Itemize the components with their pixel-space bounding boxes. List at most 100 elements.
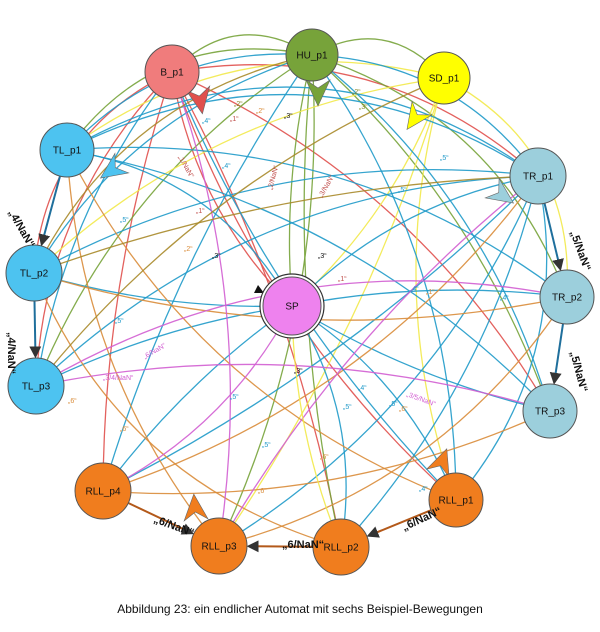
arrowhead-RLL_p3 — [183, 493, 209, 522]
state-TL_p1: TL_p1 — [39, 122, 95, 178]
chain-edge-TR_p2-to-TR_p3 — [549, 323, 565, 385]
state-SP-label: SP — [285, 302, 299, 313]
edge-TR_p3-to-RLL_p4 — [102, 410, 551, 495]
edge-RLL_p2-to-SP — [291, 305, 347, 548]
transition-label: „4“ — [222, 163, 231, 170]
state-TR_p1: TR_p1 — [509, 147, 567, 205]
state-HU_p1-circle — [285, 28, 339, 82]
chain-label: „5/NaN“ — [567, 229, 593, 273]
edge-TL_p2-to-TR_p1 — [33, 168, 539, 274]
chain-edge-RLL_p2-to-RLL_p3 — [246, 540, 314, 553]
transition-label: „5“ — [262, 442, 271, 449]
edge-HU_p1-to-TL_p2 — [33, 54, 313, 274]
edge-SD_p1-to-TL_p2 — [33, 77, 445, 274]
transition-label: „3“ — [359, 104, 368, 111]
edge-TR_p3-to-TL_p1 — [66, 149, 551, 412]
edge-RLL_p4-to-SP — [102, 305, 293, 492]
state-RLL_p4-label: RLL_p4 — [85, 487, 120, 498]
edge-B_p1-to-RLL_p4 — [102, 71, 173, 492]
chain-label: „5/NaN“ — [567, 350, 590, 394]
chain-edge-TL_p1-to-TL_p2 — [38, 175, 61, 247]
state-TL_p2: TL_p2 — [5, 244, 63, 302]
transition-arrowheads — [99, 79, 515, 522]
arrowhead-TL_p1 — [99, 152, 130, 179]
edge-SD_p1-to-TL_p1 — [66, 60, 445, 151]
state-SD_p1-label: SD_p1 — [429, 74, 460, 85]
state-RLL_p4-circle — [74, 462, 132, 520]
edge-SD_p1-to-RLL_p3 — [218, 77, 445, 547]
state-TR_p2: TR_p2 — [539, 269, 595, 325]
edge-TR_p1-to-TL_p2 — [33, 175, 539, 274]
state-SP-circle — [262, 276, 322, 336]
transition-label: „5“ — [115, 318, 124, 325]
state-B_p1-circle — [144, 44, 200, 100]
edge-B_p1-to-TR_p3 — [171, 71, 551, 412]
edge-SD_p1-to-RLL_p1 — [415, 77, 457, 501]
state-RLL_p2: RLL_p2 — [312, 518, 370, 576]
edge-RLL_p4-to-TR_p1 — [102, 175, 539, 492]
transition-label: „6“ — [320, 454, 329, 461]
transition-label: „3“ — [284, 113, 293, 120]
edge-SD_p1-to-TL_p3 — [35, 77, 445, 387]
edge-TR_p3-to-TL_p3 — [35, 363, 551, 412]
transition-label: „6“ — [120, 426, 129, 433]
transition-label: „1“ — [230, 116, 239, 123]
arrowhead-SD_p1 — [406, 100, 433, 131]
state-TL_p1-circle — [39, 122, 95, 178]
edge-RLL_p3-to-TR_p1 — [218, 175, 539, 547]
arrowhead-RLL_p1 — [425, 448, 450, 479]
chain-label: „4/NaN“ — [5, 208, 36, 251]
state-TL_p3-label: TL_p3 — [22, 382, 51, 393]
state-RLL_p1-circle — [428, 472, 484, 528]
chain-label: „4/NaN“ — [5, 332, 17, 374]
edge-TR_p3-to-HU_p1 — [311, 54, 551, 412]
edge-TL_p3-to-B_p1 — [35, 71, 173, 387]
state-TL_p1-label: TL_p1 — [53, 146, 82, 157]
edge-TL_p1-to-TR_p1 — [66, 86, 539, 177]
edge-TL_p2-to-HU_p1 — [33, 54, 313, 274]
chain-edge-TL_p2-to-TL_p3 — [29, 300, 42, 359]
state-SD_p1: SD_p1 — [417, 51, 471, 105]
chain-edge-RLL_p1-to-RLL_p2 — [366, 509, 432, 538]
state-TR_p3: TR_p3 — [522, 383, 578, 439]
state-TR_p3-label: TR_p3 — [535, 407, 565, 418]
transition-label: „3“ — [212, 253, 221, 260]
transition-label: „6“ — [399, 406, 408, 413]
state-RLL_p1: RLL_p1 — [428, 472, 484, 528]
transition-label: „5“ — [230, 394, 239, 401]
transition-label: „5“ — [440, 155, 449, 162]
transition-label: „5“ — [398, 187, 407, 194]
state-RLL_p4: RLL_p4 — [74, 462, 132, 520]
state-RLL_p3-label: RLL_p3 — [201, 542, 236, 553]
edge-TR_p2-to-SP — [291, 289, 568, 307]
edge-B_p1-to-RLL_p3 — [171, 71, 232, 547]
edge-RLL_p4-to-SP — [102, 305, 293, 492]
edge-TL_p2-to-SP — [33, 272, 293, 308]
transition-label: „3“ — [318, 253, 327, 260]
edge-TR_p1-to-RLL_p4 — [102, 175, 539, 492]
edge-TL_p3-to-TR_p1 — [35, 175, 539, 387]
edge-TL_p1-to-RLL_p1 — [66, 149, 457, 501]
edge-TL_p3-to-SP — [35, 305, 293, 387]
transition-label: „1“ — [338, 276, 347, 283]
transition-label: „2“ — [352, 89, 361, 96]
edge-TR_p3-to-SP — [291, 305, 551, 412]
state-SD_p1-circle — [417, 51, 471, 105]
edge-RLL_p4-to-HU_p1 — [102, 54, 313, 492]
transition-label: „3“ — [294, 368, 303, 375]
chain-edge-TR_p1-to-TR_p2 — [543, 202, 564, 272]
transition-label: „5“ — [343, 404, 352, 411]
transition-label: „1“ — [426, 289, 435, 296]
state-TL_p3-circle — [7, 357, 65, 415]
start-arrow-icon — [254, 285, 264, 293]
state-RLL_p3-circle — [190, 517, 248, 575]
chain-label: „6/NaN“ — [152, 514, 196, 540]
edge-RLL_p1-to-TR_p1 — [455, 175, 548, 501]
state-TL_p2-label: TL_p2 — [20, 269, 49, 280]
automaton-diagram: B_p1HU_p1SD_p1TL_p1TL_p2TL_p3TR_p1TR_p2T… — [5, 28, 595, 576]
edge-B_p1-to-TR_p1 — [171, 64, 539, 177]
state-B_p1-label: B_p1 — [160, 68, 184, 79]
state-RLL_p2-label: RLL_p2 — [323, 543, 358, 554]
transition-label: „6“ — [68, 398, 77, 405]
state-TL_p2-circle — [5, 244, 63, 302]
